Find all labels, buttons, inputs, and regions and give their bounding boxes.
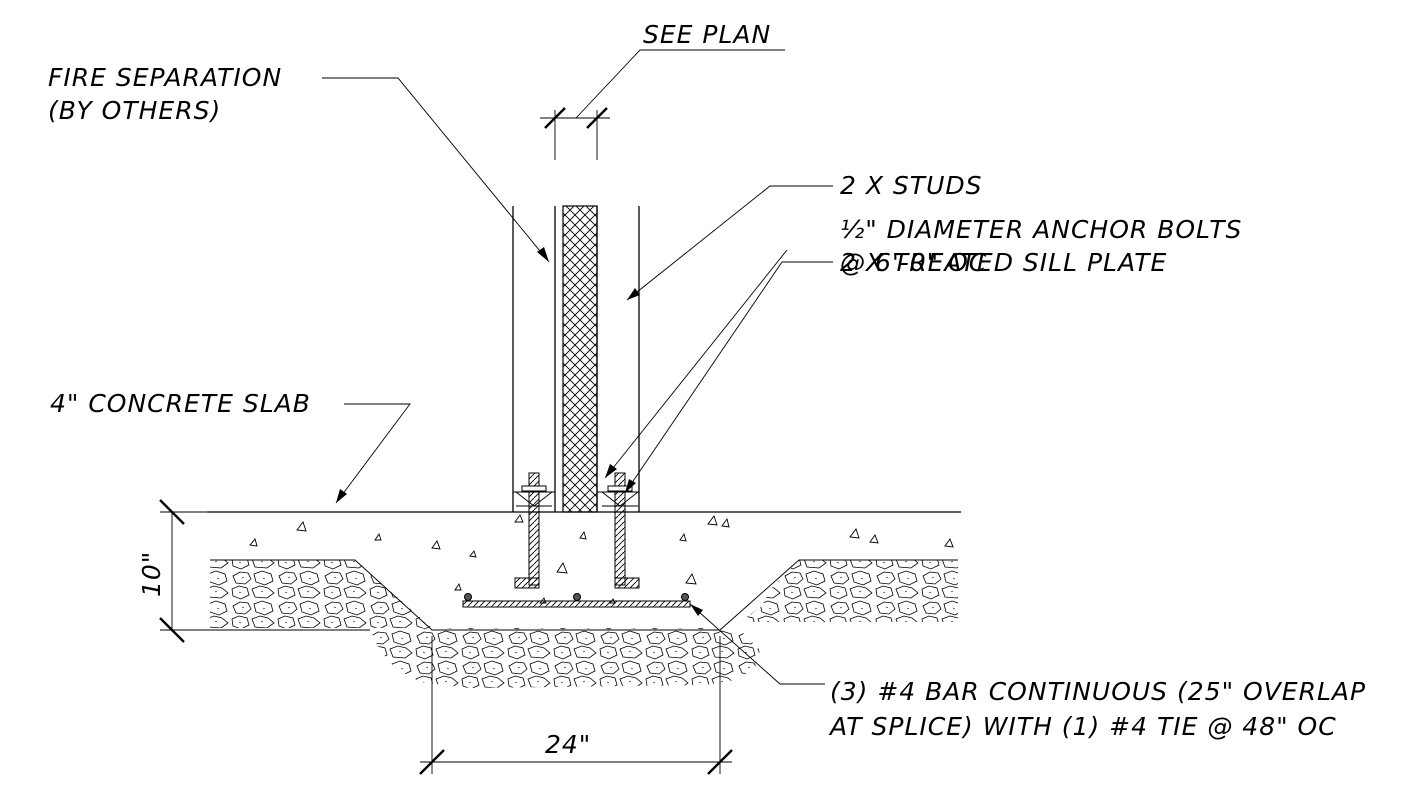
rebar [462,593,691,608]
leader-anchor-bolts [604,249,788,479]
leader-studs [626,185,833,301]
rebar-bar-3 [681,593,689,601]
label-anchor-bolts-1: ½" DIAMETER ANCHOR BOLTS [840,215,1242,244]
label-dim-depth: 10" [137,551,166,597]
dim-see-plan [540,49,785,160]
leader-concrete-slab [335,403,411,504]
label-dim-width: 24" [545,730,591,759]
label-rebar-1: (3) #4 BAR CONTINUOUS (25" OVERLAP [830,677,1366,706]
label-see-plan: SEE PLAN [643,20,771,49]
label-sill-plate: 2 X TREATED SILL PLATE [840,248,1167,277]
dim-depth [159,499,370,643]
leader-fire-separation [322,77,550,263]
label-studs: 2 X STUDS [840,171,982,200]
anchor-bolt-right [601,472,640,589]
rebar-bar-2 [573,593,581,601]
label-rebar-2: AT SPLICE) WITH (1) #4 TIE @ 48" OC [828,712,1337,741]
label-concrete-slab: 4" CONCRETE SLAB [50,389,311,418]
wall-assembly [512,205,640,513]
gravel-base [210,559,958,688]
leader-lines [322,77,833,685]
label-fire-separation-1: FIRE SEPARATION [48,63,282,92]
label-fire-separation-2: (BY OTHERS) [48,96,221,125]
anchor-bolt-left [514,472,553,589]
rebar-tie [462,600,691,608]
rebar-bar-1 [464,593,472,601]
leader-rebar [689,603,825,685]
label-anchor-bolts-2: @ 6'-0" OC [840,248,987,277]
fire-separation-board [562,205,598,513]
leader-sill-plate [624,261,833,494]
dim-width [419,636,733,775]
